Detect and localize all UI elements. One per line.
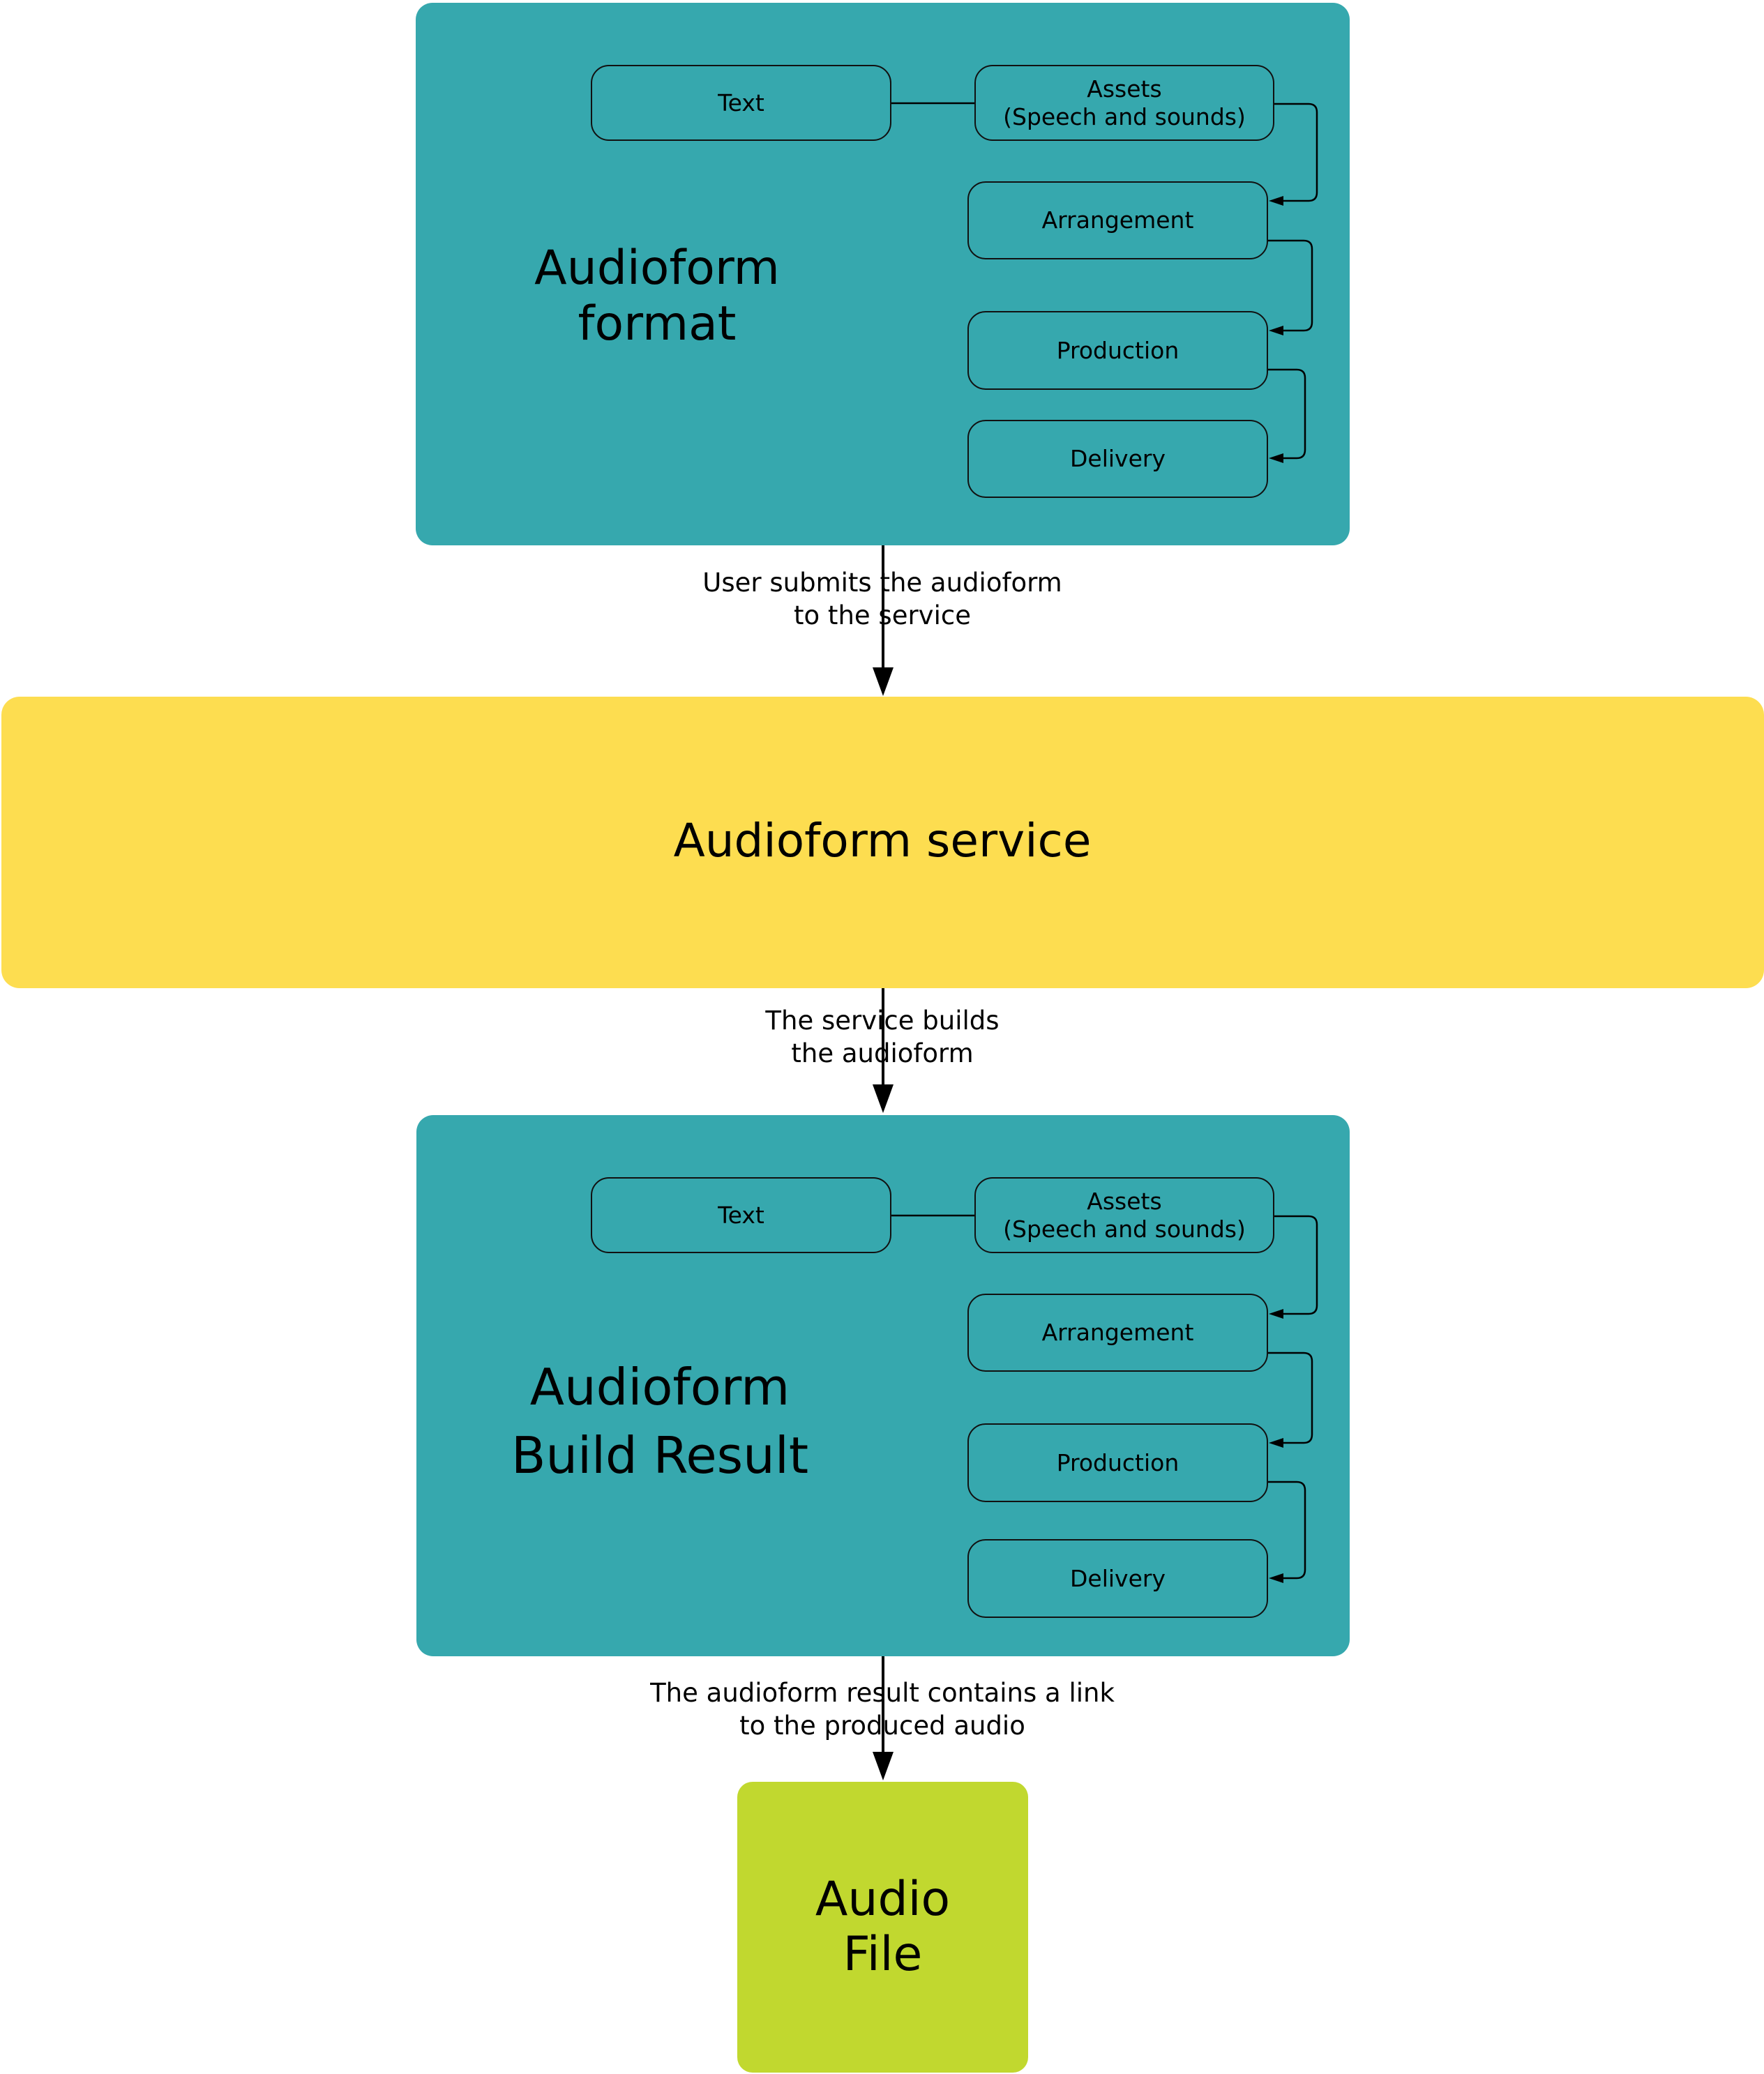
audioform-format-panel [416, 3, 1350, 545]
audioform-build-result-panel [416, 1115, 1350, 1656]
audio-file-panel [737, 1782, 1028, 2073]
result-node-delivery: Delivery [967, 1539, 1268, 1618]
edge-label-build: The service builds the audioform [765, 1006, 1000, 1068]
format-node-delivery: Delivery [967, 420, 1268, 498]
audio-file-title: Audio File [815, 1872, 951, 1982]
format-node-production: Production [967, 311, 1268, 390]
format-node-arrangement: Arrangement [967, 181, 1268, 259]
build-arrowhead [873, 1084, 894, 1113]
edge-label-link: The audioform result contains a link to … [650, 1678, 1115, 1741]
format-node-assets: Assets (Speech and sounds) [974, 65, 1274, 141]
link-arrowhead [873, 1752, 894, 1780]
audioform-service-title: Audioform service [673, 814, 1092, 868]
format-node-text: Text [591, 65, 891, 141]
audioform-format-title: Audioform format [534, 241, 780, 351]
edge-label-submit: User submits the audioform to the servic… [702, 568, 1062, 630]
result-node-arrangement: Arrangement [967, 1294, 1268, 1372]
audioform-service-panel [1, 697, 1764, 988]
submit-arrowhead [873, 667, 894, 696]
result-node-assets: Assets (Speech and sounds) [974, 1177, 1274, 1253]
result-node-text: Text [591, 1177, 891, 1253]
audioform-build-result-title: Audioform Build Result [511, 1358, 809, 1485]
result-node-production: Production [967, 1423, 1268, 1502]
